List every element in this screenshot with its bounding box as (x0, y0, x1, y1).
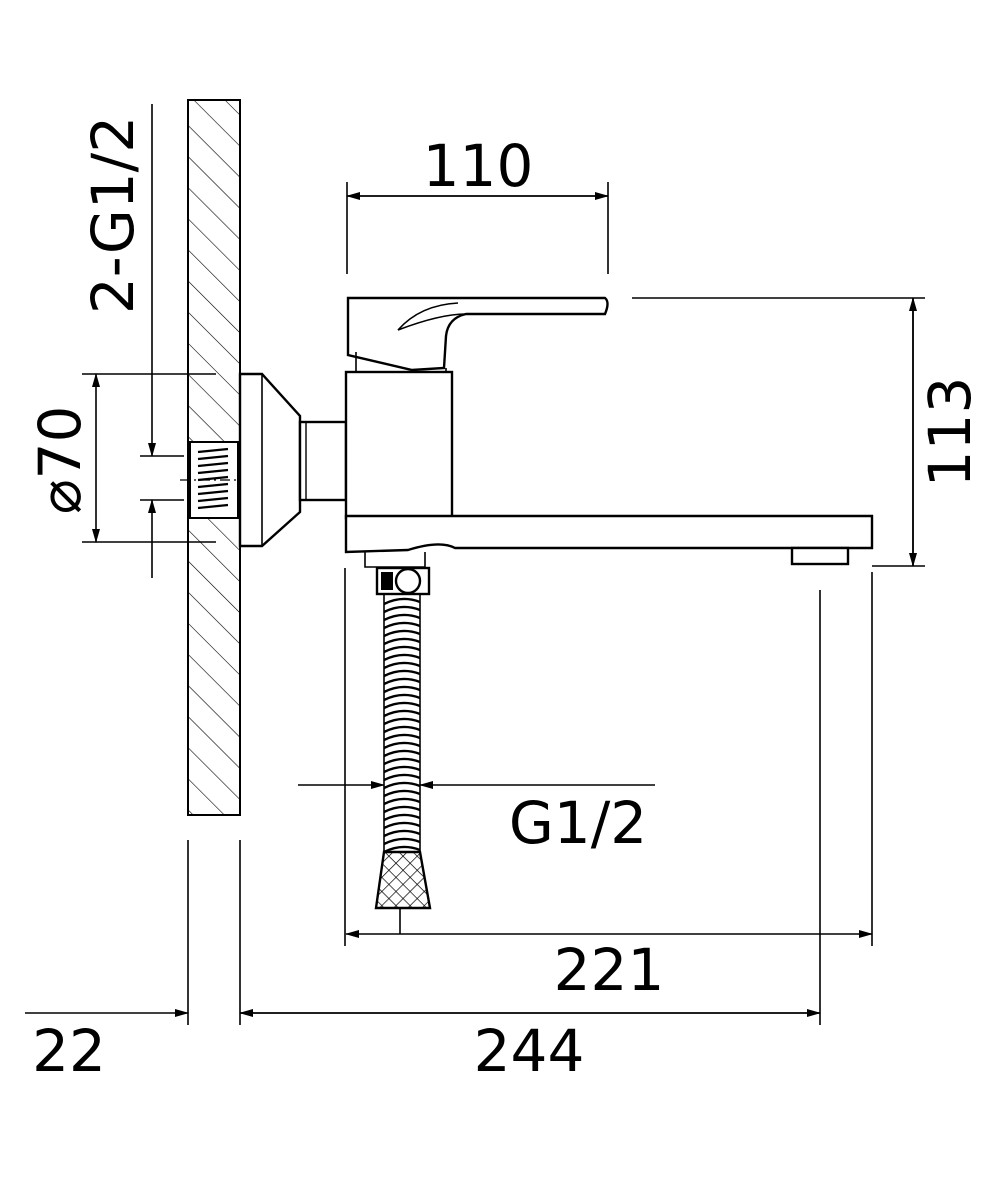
hose-coil-line (383, 685, 421, 694)
dimension-inlet-thread-label: 2-G1/2 (79, 116, 147, 314)
hose-coil-line (383, 605, 421, 614)
thread-line (197, 503, 229, 510)
wall-section (187, 99, 241, 1025)
flexible-hose (374, 566, 432, 910)
thread-line (197, 489, 229, 496)
hose-coil-line (383, 693, 421, 702)
thread-line (197, 482, 229, 489)
hose-coil-line (383, 765, 421, 774)
thread-line (197, 468, 229, 475)
hose-coil-line (383, 709, 421, 718)
spout (344, 514, 874, 568)
dimension-113-label: 113 (916, 377, 984, 488)
hose-coil-line (383, 621, 421, 630)
dimension-221-label: 221 (554, 936, 665, 1004)
lever-handle (346, 296, 609, 372)
faucet-body (344, 370, 454, 520)
hose-coil-line (383, 661, 421, 670)
diameter-symbol: ⌀ (26, 479, 94, 514)
hose-coil-line (383, 717, 421, 726)
thread-line (197, 461, 229, 468)
thread-line (197, 496, 229, 503)
hose-coil-line (383, 645, 421, 654)
wall-flange (238, 372, 348, 548)
hose-coil-line (383, 813, 421, 822)
hose-coil-line (383, 757, 421, 766)
hose-coil-line (383, 821, 421, 830)
hose-coil-line (383, 805, 421, 814)
hose-coil-line (383, 725, 421, 734)
dimension-70-label: ⌀70 (26, 406, 94, 515)
inlet-connector (180, 441, 250, 519)
hose-coil-line (383, 741, 421, 750)
hose-coil-line (383, 637, 421, 646)
dimension-244-label: 244 (474, 1017, 585, 1085)
hose-coil-line (383, 829, 421, 838)
dimension-hose-thread-label: G1/2 (509, 789, 647, 857)
dimension-110-label: 110 (423, 132, 534, 200)
dimension-70-value: 70 (26, 406, 94, 480)
hose-coil-line (383, 677, 421, 686)
hose-coil-line (383, 733, 421, 742)
hose-coil-line (383, 845, 421, 854)
hose-coil-line (383, 789, 421, 798)
hose-coil-line (383, 749, 421, 758)
hose-coil-line (383, 701, 421, 710)
dimension-22-label: 22 (32, 1017, 106, 1085)
hose-coil-line (383, 613, 421, 622)
hose-coil-line (383, 653, 421, 662)
hose-coil-line (383, 597, 421, 606)
hose-coil-line (383, 797, 421, 806)
hose-coil-line (383, 773, 421, 782)
hose-coil-line (383, 629, 421, 638)
thread-line (197, 454, 229, 461)
hose-coil-line (383, 837, 421, 846)
hose-coil-line (383, 781, 421, 790)
thread-line (197, 447, 229, 454)
hose-coil-line (383, 669, 421, 678)
dimension-lines (25, 104, 925, 1025)
